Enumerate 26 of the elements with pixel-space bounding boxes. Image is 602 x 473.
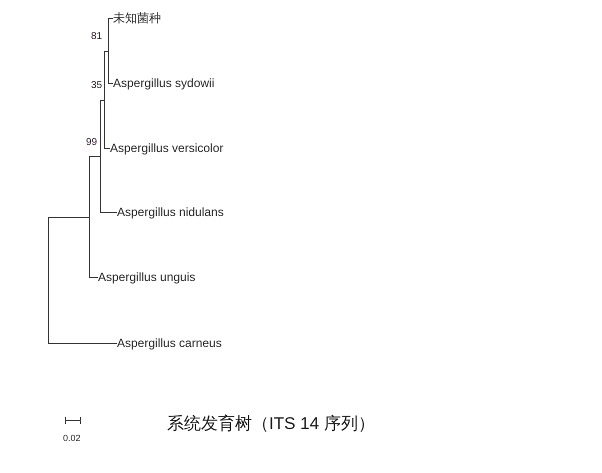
taxon-label: Aspergillus versicolor (110, 141, 224, 155)
branch-line (90, 277, 98, 278)
branch-line (108, 18, 114, 19)
bootstrap-value: 81 (91, 31, 102, 43)
branch-line (100, 100, 104, 101)
taxon-label: Aspergillus sydowii (113, 76, 214, 90)
bootstrap-value: 35 (91, 80, 102, 92)
taxon-label: Aspergillus nidulans (117, 205, 224, 219)
taxon-label: Aspergillus unguis (98, 270, 196, 284)
taxon-label: 未知菌种 (113, 11, 161, 25)
clade-line (108, 18, 109, 84)
scale-label: 0.02 (63, 433, 81, 444)
branch-line (104, 148, 110, 149)
branch-line (90, 156, 100, 157)
taxon-label: Aspergillus carneus (117, 336, 222, 350)
branch-line (108, 83, 114, 84)
clade-line (100, 100, 101, 213)
bootstrap-value: 99 (86, 137, 98, 149)
clade-line (48, 217, 49, 344)
clade-line (104, 51, 105, 149)
branch-line (48, 217, 90, 218)
branch-line (100, 212, 118, 213)
clade-line (89, 156, 90, 278)
figure-caption: 系统发育树（ITS 14 序列） (167, 413, 375, 435)
branch-line (104, 51, 108, 52)
branch-line (48, 343, 118, 344)
